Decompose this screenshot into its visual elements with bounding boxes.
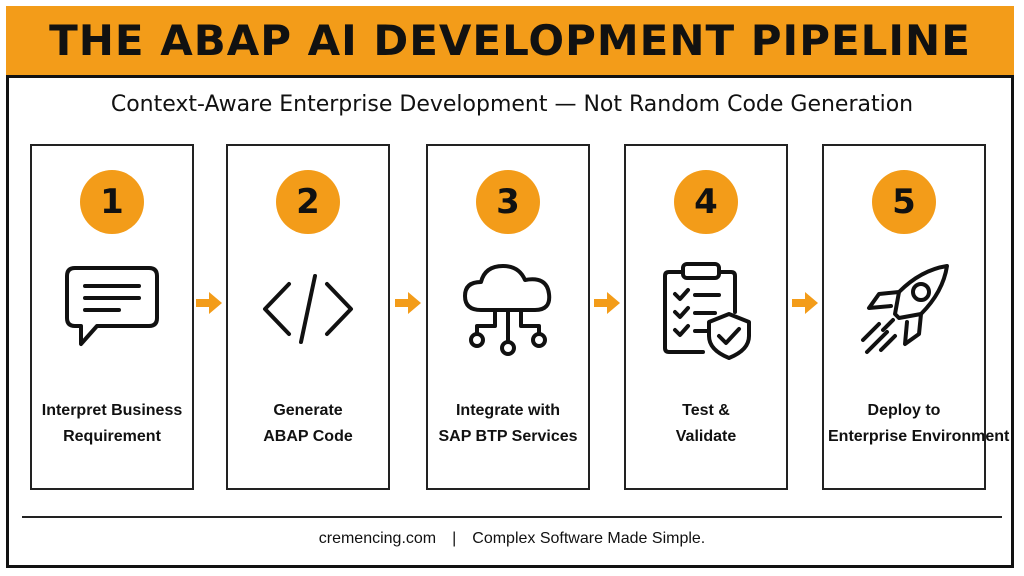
step-label-line: Test & [682, 402, 730, 419]
arrow-right-icon [395, 292, 421, 314]
code-brackets-icon [253, 254, 363, 364]
step-label-line: SAP BTP Services [438, 428, 578, 445]
title-banner: THE ABAP AI DEVELOPMENT PIPELINE [6, 6, 1014, 78]
step-label: Deploy to Enterprise Environment [828, 398, 1010, 450]
pipeline-step-2: 2 Generate ABAP Code [226, 144, 390, 490]
step-number-badge: 5 [872, 170, 936, 234]
step-number-badge: 4 [674, 170, 738, 234]
arrow-right-icon [196, 292, 222, 314]
step-label-line: ABAP Code [263, 428, 353, 445]
footer-site: cremencing.com [318, 530, 437, 547]
pipeline-step-4: 4 Test & Validate [624, 144, 788, 490]
pipeline-step-5: 5 Deploy to Enterprise Environment [822, 144, 1010, 490]
step-label-line: Deploy to [867, 402, 941, 419]
arrow-right-icon [594, 292, 620, 314]
pipeline-step-1: 1 Interpret Business Requirement [30, 144, 194, 490]
page-subtitle: Context-Aware Enterprise Development — N… [110, 92, 914, 117]
step-number-badge: 3 [476, 170, 540, 234]
step-label: Generate ABAP Code [232, 398, 384, 450]
page-title: THE ABAP AI DEVELOPMENT PIPELINE [49, 15, 971, 65]
chat-bubble-icon [57, 254, 167, 364]
step-label-line: Generate [273, 402, 343, 419]
step-label-line: Interpret Business [41, 402, 183, 419]
step-number-badge: 2 [276, 170, 340, 234]
step-label-line: Validate [675, 428, 737, 445]
step-label: Interpret Business Requirement [36, 398, 188, 450]
rocket-icon [849, 254, 959, 364]
step-label: Integrate with SAP BTP Services [432, 398, 584, 450]
footer-separator: | [452, 530, 457, 547]
step-label: Test & Validate [630, 398, 782, 450]
step-number-badge: 1 [80, 170, 144, 234]
footer: cremencing.com | Complex Software Made Sim… [0, 530, 1024, 548]
cloud-network-icon [453, 254, 563, 364]
footer-divider [22, 516, 1002, 518]
arrow-right-icon [792, 292, 818, 314]
clipboard-shield-icon [651, 254, 761, 364]
step-label-line: Enterprise Environment [828, 428, 1010, 445]
pipeline-step-3: 3 Integrate with SAP BTP Services [426, 144, 590, 490]
footer-tagline: Complex Software Made Simple. [472, 530, 706, 547]
step-label-line: Requirement [63, 428, 161, 445]
step-label-line: Integrate with [455, 402, 560, 419]
